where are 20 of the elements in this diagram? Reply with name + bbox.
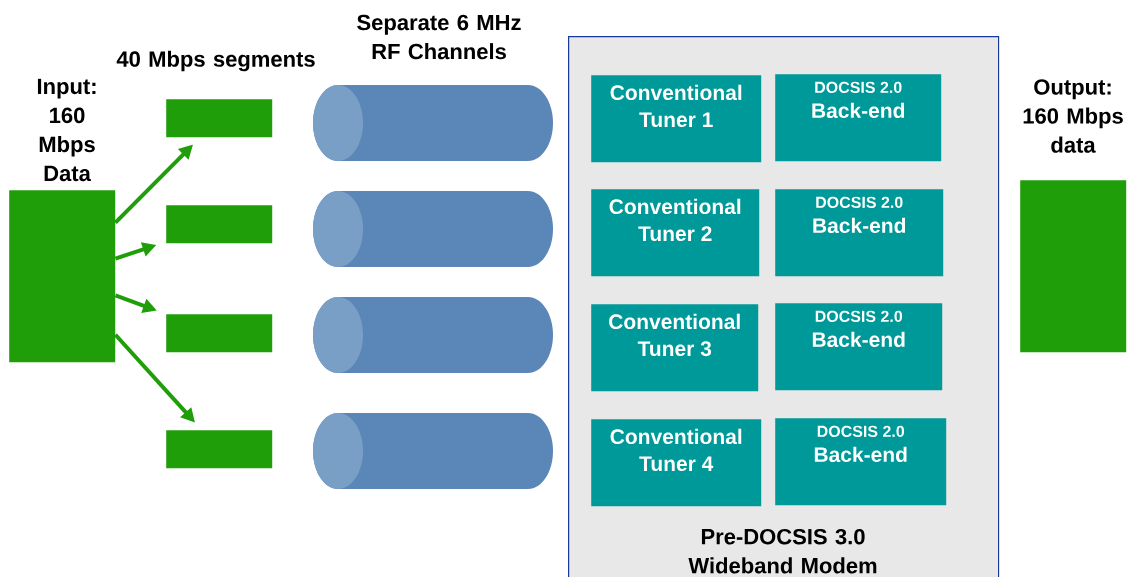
segment-block (166, 205, 273, 244)
heading-text: Output: 160 Mbps data (1023, 79, 1123, 153)
backend-box: DOCSIS 2.0 Back-end (775, 303, 943, 391)
segment-block (166, 314, 273, 353)
cylinder (313, 297, 553, 373)
cylinder (313, 191, 553, 267)
heading-text: Input: 160 Mbps Data (37, 78, 96, 182)
heading-text: 40 Mbps segments (116, 50, 315, 72)
backend-box: DOCSIS 2.0 Back-end (775, 418, 947, 506)
segment-block (166, 99, 273, 138)
tuner-box: Conventional Tuner 2 (591, 189, 760, 277)
tuner-box: Conventional Tuner 3 (591, 304, 759, 392)
tuner-box: Conventional Tuner 4 (591, 419, 762, 507)
cylinder (313, 413, 553, 489)
backend-box: DOCSIS 2.0 Back-end (775, 74, 942, 162)
heading-text: Separate 6 MHz RF Channels (357, 14, 521, 60)
segment-block (166, 430, 273, 469)
backend-box: DOCSIS 2.0 Back-end (775, 189, 944, 277)
cylinder (313, 85, 553, 161)
tuner-box: Conventional Tuner 1 (591, 75, 762, 163)
